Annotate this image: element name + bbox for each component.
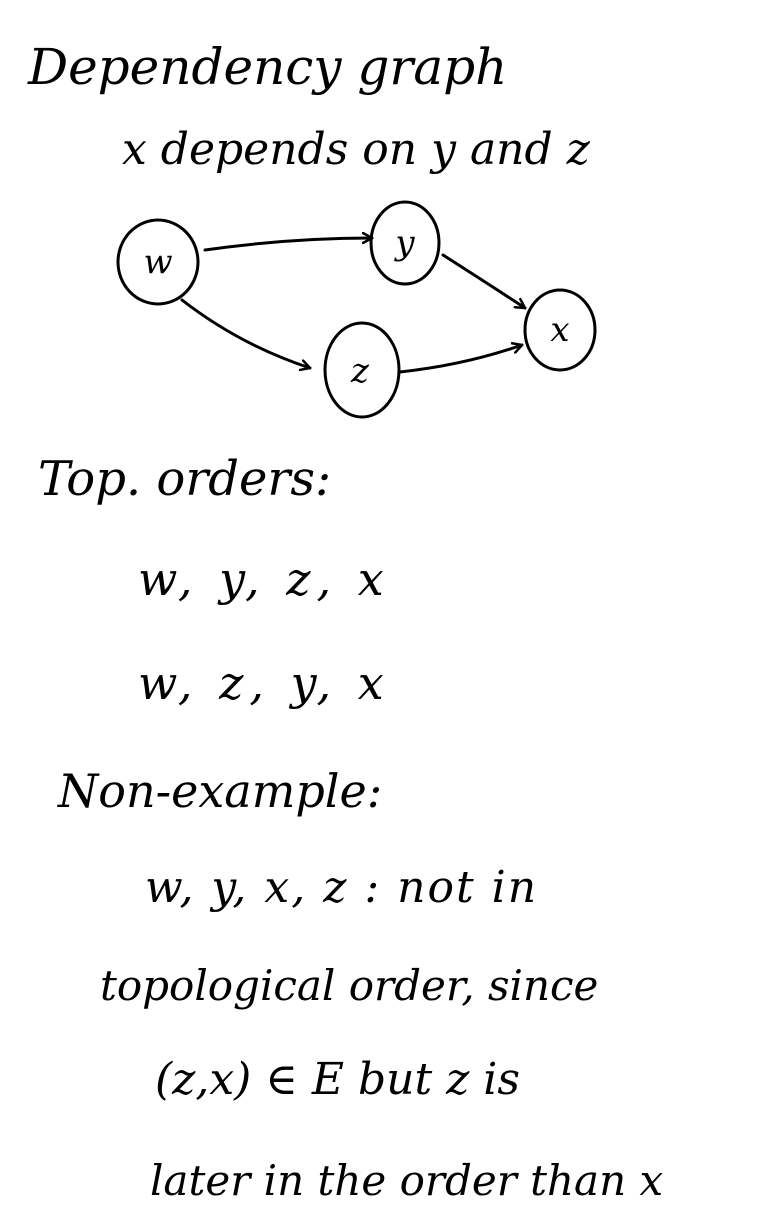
edge-w-z (180, 298, 312, 368)
non-example-heading: Non-example: (58, 764, 383, 818)
non-example-line-1: w, y, x, z : not in (145, 862, 539, 913)
node-w-label: w (143, 242, 172, 282)
node-x: x (523, 288, 597, 372)
page-title: Dependency graph (28, 38, 508, 96)
non-example-line-3: (z,x) ∈ E but z is (155, 1054, 520, 1105)
node-y: y (369, 200, 441, 286)
node-y-label: y (393, 223, 415, 263)
edge-y-x (441, 253, 527, 310)
edge-w-y (203, 238, 374, 252)
top-orders-heading: Top. orders: (38, 451, 332, 507)
node-w: w (116, 218, 200, 306)
node-x-label: x (550, 310, 569, 350)
dependency-description: x depends on y and z (122, 124, 590, 175)
topological-order-2: w, z, y, x (138, 656, 390, 710)
non-example-line-2: topological order, since (100, 961, 599, 1010)
node-z: z (323, 321, 401, 419)
node-z-label: z (350, 351, 370, 391)
non-example-line-4: later in the order than x (150, 1156, 664, 1205)
edge-z-x (398, 345, 524, 374)
topological-order-1: w, y, z, x (138, 552, 390, 606)
